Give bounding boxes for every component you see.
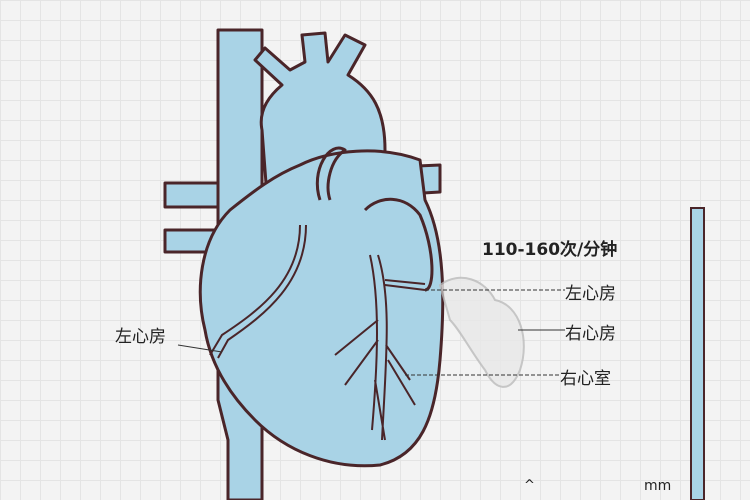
leader-left-atrium-left [177,344,223,353]
heart-body [198,149,445,468]
coronary-artery-right [334,254,426,441]
fetal-heart-sketch [438,276,525,388]
aortic-root [315,146,347,201]
left-ventricle-bulge [363,197,434,292]
scale-mark: ^ [524,478,535,493]
label-left-atrium-left: 左心房 [115,327,166,347]
label-right-atrium: 右心房 [565,324,616,344]
label-right-ventricle: 右心室 [560,369,611,389]
pulmonary-vessel-upper [163,181,227,209]
heart-rate-label: 110-160次/分钟 [482,240,618,260]
label-left-atrium: 左心房 [565,284,616,304]
scale-unit: mm [644,478,672,494]
measuring-tube [690,207,705,500]
coronary-artery-left [209,224,307,359]
